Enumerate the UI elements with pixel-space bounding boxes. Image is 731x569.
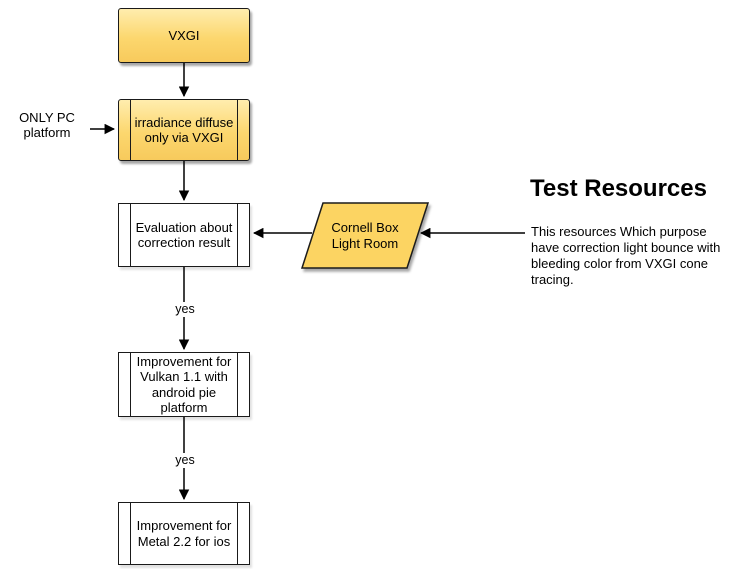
- test-resources-title: Test Resources: [530, 175, 707, 202]
- node-irradiance-label: irradiance diffuse only via VXGI: [134, 114, 234, 146]
- test-resources-description: This resources Which purpose have correc…: [531, 224, 721, 287]
- node-irradiance-diffuse[interactable]: irradiance diffuse only via VXGI: [118, 99, 250, 161]
- node-vulkan-improvement[interactable]: Improvement for Vulkan 1.1 with android …: [118, 352, 250, 417]
- node-vulkan-label: Improvement for Vulkan 1.1 with android …: [136, 353, 232, 416]
- only-pc-platform-label: ONLY PC platform: [19, 110, 75, 140]
- node-cornell-label[interactable]: Cornell Box Light Room: [331, 220, 399, 251]
- node-evaluation-label: Evaluation about correction result: [135, 219, 233, 251]
- yes-label-2: yes: [170, 453, 200, 468]
- node-cornell-shape[interactable]: [300, 202, 430, 269]
- node-vxgi-label: VXGI: [168, 27, 200, 43]
- yes-label-1: yes: [170, 302, 200, 317]
- node-metal-label: Improvement for Metal 2.2 for ios: [136, 518, 232, 549]
- node-vxgi[interactable]: VXGI: [118, 8, 250, 63]
- node-metal-improvement[interactable]: Improvement for Metal 2.2 for ios: [118, 502, 250, 565]
- node-evaluation[interactable]: Evaluation about correction result: [118, 203, 250, 267]
